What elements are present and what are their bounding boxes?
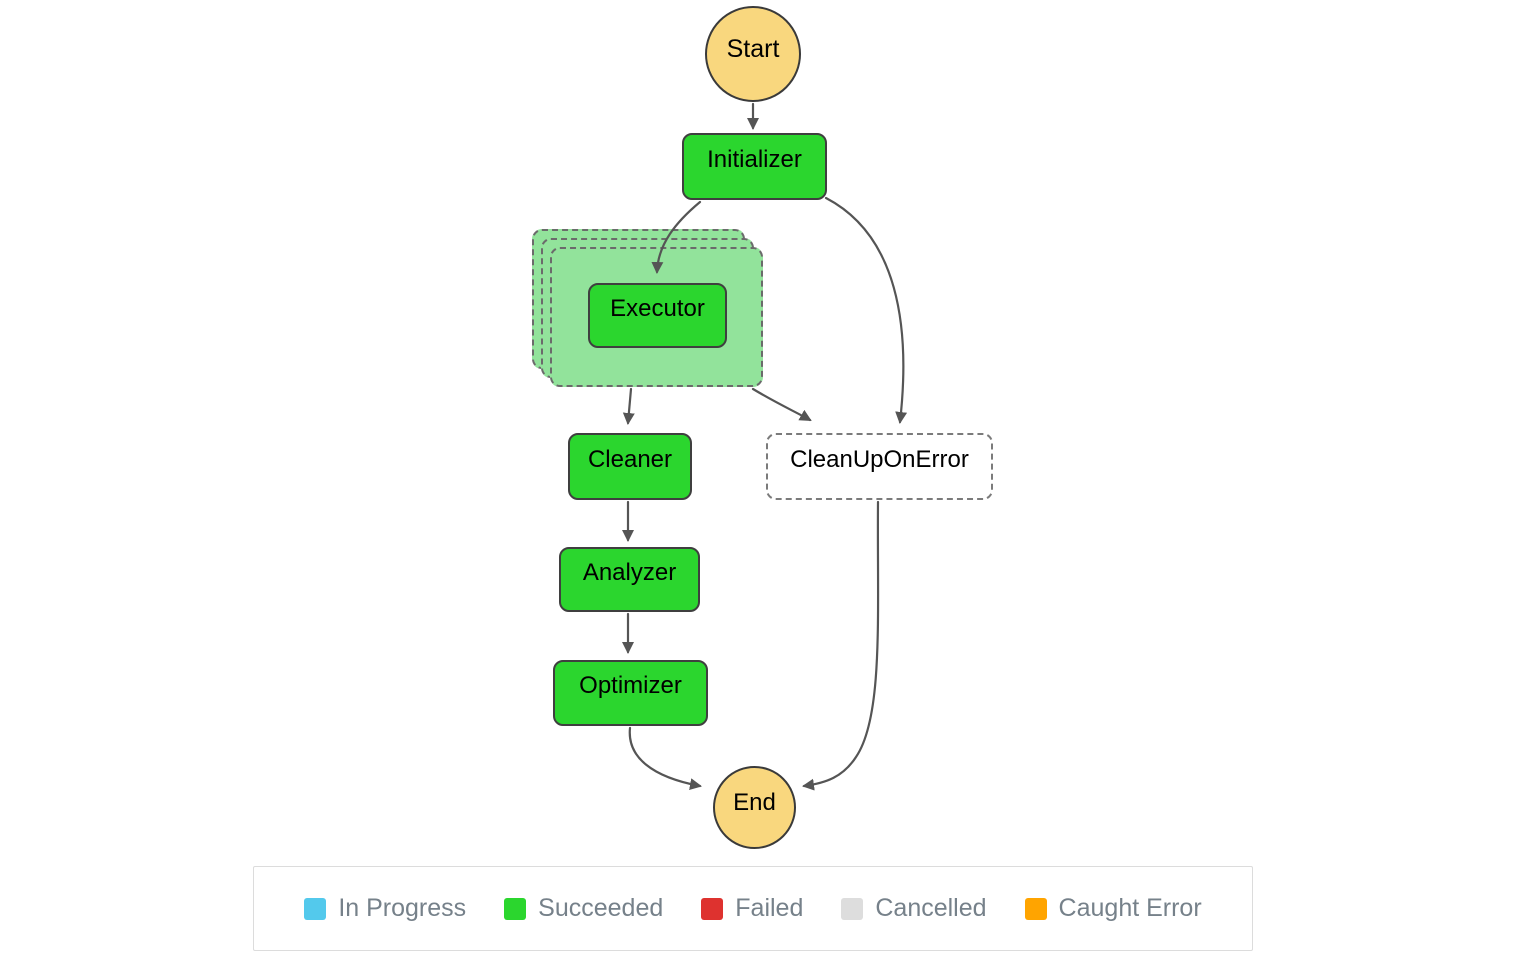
legend-item-cancelled: Cancelled <box>841 894 987 923</box>
failed-swatch-icon <box>701 897 724 920</box>
node-executor[interactable]: Executor <box>588 283 727 348</box>
legend-item-in-progress: In Progress <box>304 894 466 923</box>
status-legend: In Progress Succeeded Failed Cancelled C… <box>253 866 1253 951</box>
legend-item-succeeded: Succeeded <box>504 894 663 923</box>
legend-item-caught-error: Caught Error <box>1024 894 1202 923</box>
node-analyzer[interactable]: Analyzer <box>559 547 700 612</box>
node-executor-label: Executor <box>610 294 705 322</box>
succeeded-swatch-icon <box>504 897 527 920</box>
caught-error-swatch-icon <box>1024 897 1047 920</box>
legend-label-failed: Failed <box>735 894 804 922</box>
node-start: Start <box>705 6 801 102</box>
node-analyzer-label: Analyzer <box>582 558 677 586</box>
node-start-label: Start <box>726 34 780 63</box>
in-progress-swatch-icon <box>304 897 327 920</box>
node-end: End <box>713 766 796 849</box>
legend-label-cancelled: Cancelled <box>875 894 987 922</box>
edge-optimizer-to-end <box>628 726 702 791</box>
legend-label-in-progress: In Progress <box>338 894 467 922</box>
legend-label-succeeded: Succeeded <box>538 894 664 922</box>
legend-item-failed: Failed <box>701 894 803 923</box>
node-initializer-label: Initializer <box>707 145 802 173</box>
node-cleaner-label: Cleaner <box>587 445 673 473</box>
cancelled-swatch-icon <box>841 897 864 920</box>
node-cleanuponerror[interactable]: CleanUpOnError <box>766 433 993 500</box>
node-cleaner[interactable]: Cleaner <box>568 433 692 500</box>
node-end-label: End <box>733 788 776 816</box>
node-optimizer-label: Optimizer <box>579 672 682 699</box>
edge-executor-to-cleanuponerror <box>751 387 812 422</box>
edge-cleanuponerror-to-end <box>802 500 880 791</box>
edge-executor-to-cleaner <box>622 387 635 425</box>
legend-label-caught-error: Caught Error <box>1058 894 1202 922</box>
node-cleanuponerror-label: CleanUpOnError <box>790 445 969 473</box>
edge-initializer-to-cleanuponerror <box>824 196 908 424</box>
node-initializer[interactable]: Initializer <box>682 133 827 200</box>
node-optimizer[interactable]: Optimizer <box>553 660 708 726</box>
